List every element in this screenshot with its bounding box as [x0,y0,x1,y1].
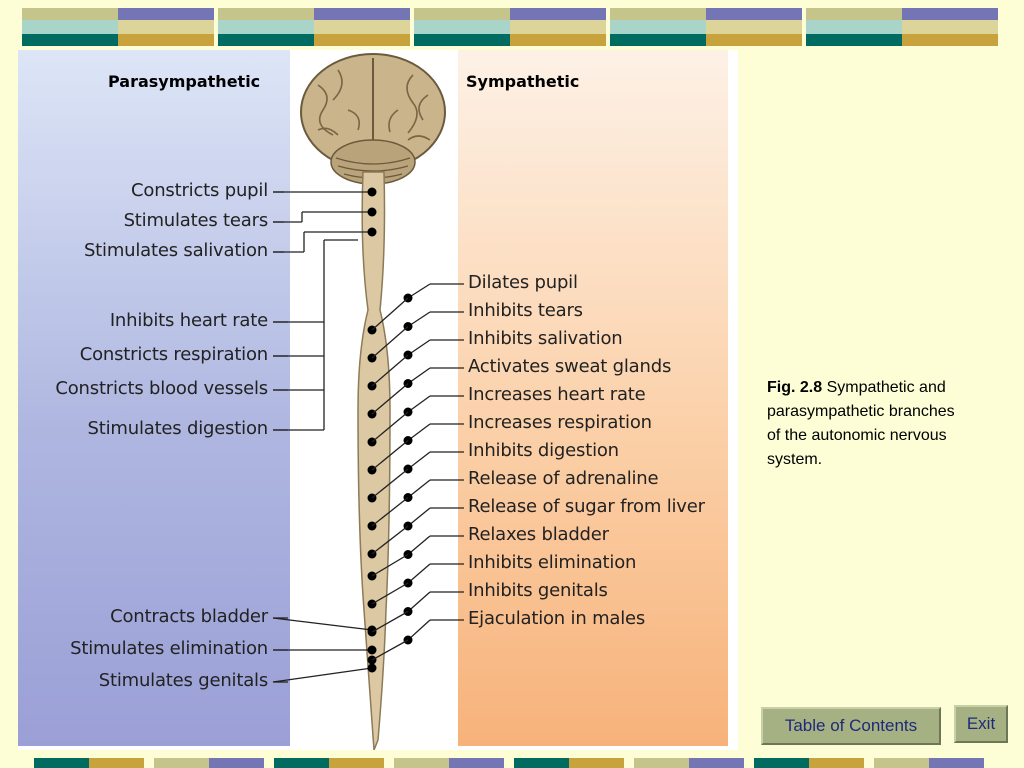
parasympathetic-effect: Stimulates elimination [70,638,268,659]
connector-line [371,468,409,499]
sympathetic-effect: Dilates pupil [468,272,578,293]
brain-icon [300,53,446,185]
connector-line [407,535,431,555]
parasympathetic-effect: Stimulates digestion [87,418,269,439]
parasympathetic-nerve-dot [367,227,377,237]
spinal-cord [357,171,391,750]
parasympathetic-nerve-dot [367,663,377,673]
connector-line [407,395,431,413]
autonomic-nervous-system-figure: Parasympathetic Sympathetic Constricts p… [18,50,738,750]
top-band-1 [22,8,214,46]
connector-line [371,496,409,527]
sympathetic-effect: Increases heart rate [468,384,646,405]
parasympathetic-effect: Inhibits heart rate [109,310,268,331]
parasympathetic-effect: Constricts blood vessels [55,378,268,399]
connector-line [272,617,373,631]
connector-line [371,610,409,633]
parasympathetic-effect: Contracts bladder [110,606,268,627]
bottom-band-8 [874,758,984,768]
sympathetic-title: Sympathetic [466,72,580,91]
figure-caption: Fig. 2.8 Sympathetic and parasympathetic… [767,376,967,472]
connector-line [371,297,409,331]
caption-text: Sympathetic and parasympathetic branches… [767,379,955,468]
connector-line [371,553,409,577]
sympathetic-effect: Increases respiration [468,412,652,433]
bottom-band-7 [754,758,864,768]
brain-spinal-cord-diagram [272,53,464,750]
parasympathetic-effect: Stimulates tears [123,210,269,231]
bottom-band-1 [34,758,144,768]
bottom-band-2 [154,758,264,768]
sympathetic-effect: Inhibits genitals [468,580,608,601]
parasympathetic-effect: Constricts pupil [131,180,268,201]
sympathetic-effect: Inhibits elimination [468,552,637,573]
sympathetic-effect: Inhibits tears [468,300,583,321]
connector-line [407,507,431,527]
connector-line [371,354,409,387]
parasympathetic-nerve-dot [367,187,377,197]
connector-line [407,591,431,612]
connector-line [371,525,409,555]
parasympathetic-effect: Stimulates salivation [83,240,268,261]
connector-line [371,411,409,443]
sympathetic-effect: Activates sweat glands [468,356,672,377]
sympathetic-effect: Relaxes bladder [468,524,609,545]
sympathetic-effect: Ejaculation in males [468,608,646,629]
sympathetic-effect: Release of adrenaline [468,468,659,489]
top-band-2 [218,8,410,46]
connector-line [371,582,409,605]
bottom-band-5 [514,758,624,768]
connector-line [407,423,431,442]
connector-line [407,563,431,584]
parasympathetic-effect: Stimulates genitals [98,670,268,691]
connector-line [371,439,409,471]
connector-line [371,326,409,359]
bottom-band-6 [634,758,744,768]
top-band-3 [414,8,606,46]
top-band-4 [610,8,802,46]
connector-line [407,451,431,470]
connector-line [407,479,431,499]
sympathetic-effect: Release of sugar from liver [468,496,705,517]
exit-button[interactable]: Exit [954,705,1008,743]
connector-line [407,619,431,641]
sympathetic-effect: Inhibits digestion [468,440,619,461]
parasympathetic-nerve-dot [367,207,377,217]
top-band-5 [806,8,998,46]
bottom-band-4 [394,758,504,768]
sympathetic-effect: Inhibits salivation [468,328,623,349]
connector-line [371,639,409,661]
connector-line [272,667,373,683]
connector-line [371,383,409,415]
parasympathetic-nerve-dot [367,645,377,655]
sympathetic-panel [458,50,728,746]
parasympathetic-panel [18,50,290,746]
parasympathetic-title: Parasympathetic [108,72,261,91]
nerve-connectors [272,187,464,683]
bottom-band-3 [274,758,384,768]
parasympathetic-effect: Constricts respiration [79,344,268,365]
table-of-contents-button[interactable]: Table of Contents [761,707,941,745]
figure-number: Fig. 2.8 [767,379,823,396]
